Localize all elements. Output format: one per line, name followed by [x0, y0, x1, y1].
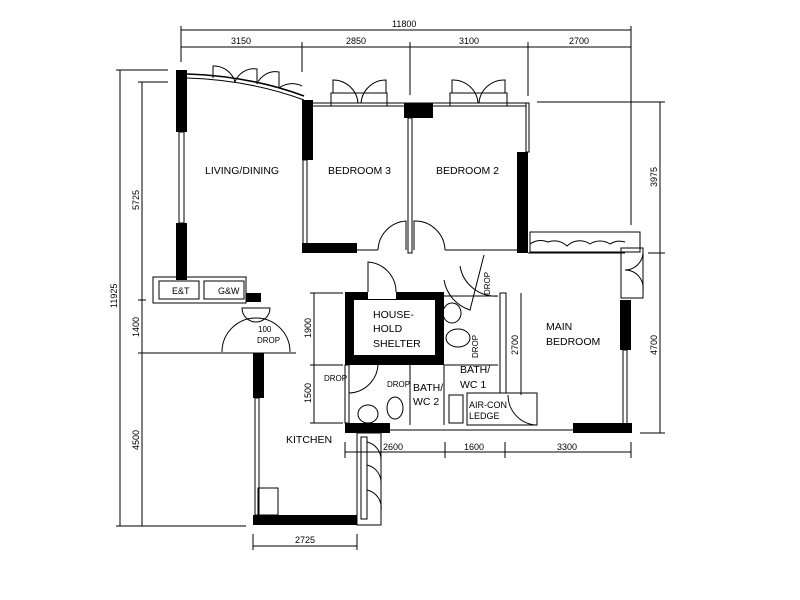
label-living-dining: LIVING/DINING — [205, 165, 279, 177]
label-drop-bath1: DROP — [471, 335, 480, 358]
dim-top-1: 3150 — [231, 36, 251, 46]
dim-right-1: 3975 — [649, 167, 659, 187]
dimension-labels: 11800 3150 2850 3100 2700 11925 5725 140… — [109, 19, 659, 545]
dim-bottom-1: 2600 — [383, 442, 403, 452]
label-drop-main: DROP — [483, 272, 492, 295]
dim-top-4: 2700 — [569, 36, 589, 46]
label-drop-kitchen: DROP — [324, 374, 347, 383]
dim-overall-height: 11925 — [109, 284, 119, 308]
dim-bottom-3: 3300 — [557, 442, 577, 452]
dim-overall-width: 11800 — [392, 19, 416, 29]
label-aircon-ledge-line1: AIR-CON — [469, 400, 507, 410]
dim-top-2: 2850 — [346, 36, 366, 46]
windows[interactable] — [212, 65, 644, 511]
label-bedroom-3: BEDROOM 3 — [328, 165, 391, 177]
dim-right-2: 4700 — [649, 335, 659, 355]
walls — [152, 70, 632, 526]
label-shelter-line3: SHELTER — [373, 338, 421, 350]
label-main-bedroom-line2: BEDROOM — [546, 336, 600, 348]
dim-inner-1: 1900 — [303, 318, 313, 338]
dim-inner-3: 2700 — [510, 335, 520, 355]
dim-left-1: 5725 — [131, 190, 141, 210]
annotations: 100 DROP DROP DROP DROP DROP — [257, 272, 492, 389]
fixtures — [357, 302, 471, 424]
label-shelter-line2: HOLD — [373, 323, 403, 335]
room-labels: LIVING/DINING BEDROOM 3 BEDROOM 2 MAIN B… — [172, 165, 600, 446]
label-main-bedroom-line1: MAIN — [546, 321, 572, 333]
label-bath-wc2-line1: BATH/ — [413, 382, 443, 394]
label-et: E&T — [172, 286, 190, 296]
dim-left-2: 1400 — [131, 317, 141, 337]
label-bedroom-2: BEDROOM 2 — [436, 165, 499, 177]
label-shelter-line1: HOUSE- — [373, 309, 414, 321]
label-kitchen: KITCHEN — [286, 434, 332, 446]
doors[interactable] — [221, 220, 537, 426]
dim-bottom-2: 1600 — [464, 442, 484, 452]
label-gw: G&W — [218, 286, 240, 296]
dimension-lines — [116, 26, 665, 550]
label-bath-wc1-line1: BATH/ — [460, 364, 490, 376]
dim-left-3: 4500 — [131, 430, 141, 450]
label-drop-entrance: DROP — [257, 336, 280, 345]
dim-top-3: 3100 — [459, 36, 479, 46]
label-aircon-ledge-line2: LEDGE — [469, 411, 500, 421]
label-100: 100 — [258, 325, 272, 334]
dim-inner-2: 1500 — [303, 383, 313, 403]
dim-kitchen-width: 2725 — [295, 535, 315, 545]
label-drop-bath2: DROP — [387, 380, 410, 389]
label-bath-wc1-line2: WC 1 — [460, 379, 486, 391]
label-bath-wc2-line2: WC 2 — [413, 396, 439, 408]
